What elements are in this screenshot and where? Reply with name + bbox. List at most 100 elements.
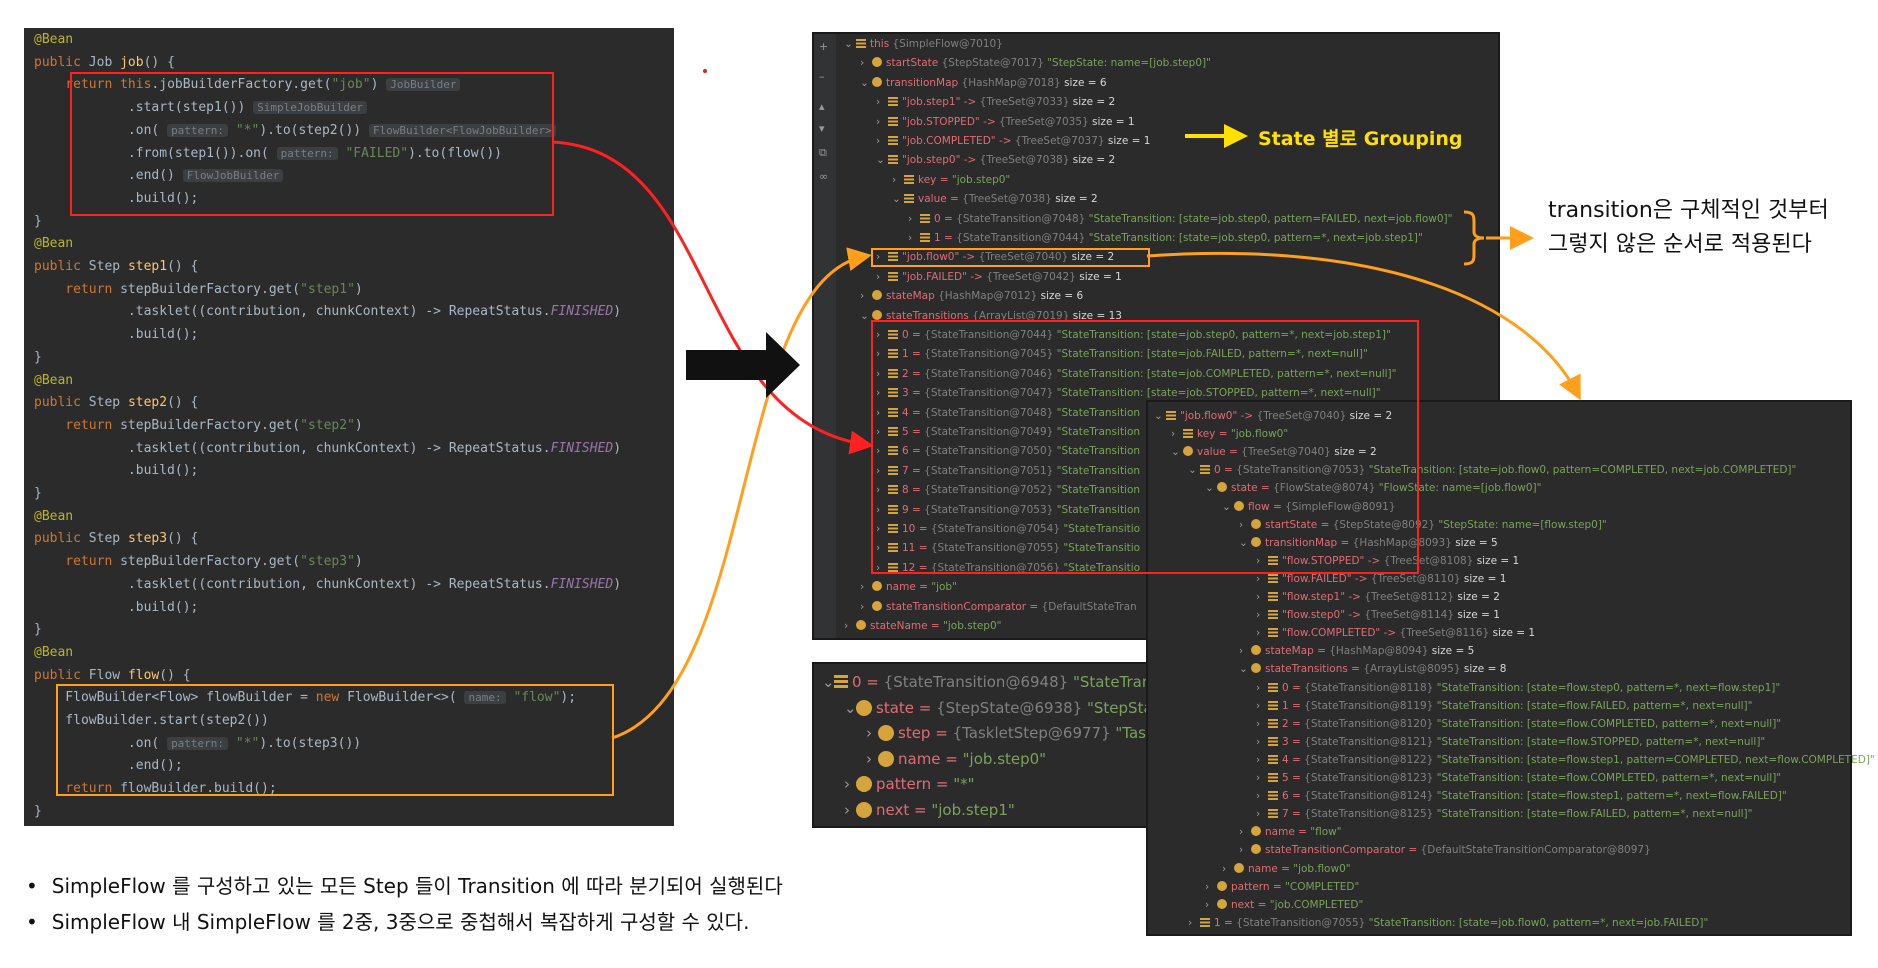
debugger-tree-row[interactable]: ›8 = {StateTransition@7052} "StateTransi…: [876, 484, 1143, 497]
chevron-right-icon[interactable]: ›: [860, 600, 865, 613]
debugger-tree-row[interactable]: ›stateTransitionComparator = {DefaultSta…: [1239, 844, 1654, 857]
chevron-right-icon[interactable]: ›: [876, 387, 881, 400]
debugger-tree-row[interactable]: ›name = "job.step0": [866, 749, 1051, 769]
chevron-right-icon[interactable]: ›: [1256, 753, 1261, 766]
chevron-right-icon[interactable]: ›: [876, 348, 881, 361]
chevron-right-icon[interactable]: ›: [876, 135, 881, 147]
debugger-tree-row[interactable]: ›0 = {StateTransition@7048} "StateTransi…: [908, 213, 1456, 226]
debugger-tree-row[interactable]: ›7 = {StateTransition@8125} "StateTransi…: [1256, 808, 1756, 821]
debugger-tree-row[interactable]: ›1 = {StateTransition@7044} "StateTransi…: [908, 232, 1426, 245]
debugger-tree-row[interactable]: ›pattern = "*": [844, 774, 979, 794]
debugger-tree-row[interactable]: ⌄"job.flow0" -> {TreeSet@7040} size = 2: [1154, 410, 1395, 423]
chevron-right-icon[interactable]: ›: [844, 620, 849, 632]
chevron-right-icon[interactable]: ›: [860, 581, 865, 594]
debugger-tree-row[interactable]: ›next = "job.step1": [844, 800, 1020, 820]
debugger-tree-row[interactable]: ⌄flow = {SimpleFlow@8091}: [1222, 500, 1399, 514]
debugger-tree-row[interactable]: ›"job.COMPLETED" -> {TreeSet@7037} size …: [876, 135, 1154, 148]
chevron-right-icon[interactable]: ›: [1256, 735, 1261, 748]
debugger-tree-row[interactable]: ⌄value = {TreeSet@7038} size = 2: [892, 193, 1101, 206]
chevron-right-icon[interactable]: ›: [1256, 790, 1261, 803]
debugger-tree-row[interactable]: ⌄transitionMap = {HashMap@8093} size = 5: [1239, 536, 1501, 550]
debugger-tree-row[interactable]: ›startState {StepState@7017} "StepState:…: [860, 57, 1214, 70]
chevron-right-icon[interactable]: ›: [876, 115, 881, 128]
debugger-tree-row[interactable]: ⌄stateTransitions = {ArrayList@8095} siz…: [1239, 663, 1510, 676]
chevron-right-icon[interactable]: ›: [876, 96, 881, 109]
chevron-right-icon[interactable]: ›: [1239, 645, 1244, 658]
chevron-right-icon[interactable]: ›: [876, 406, 881, 419]
chevron-right-icon[interactable]: ›: [908, 212, 913, 225]
debugger-tree-row[interactable]: ›pattern = "COMPLETED": [1205, 880, 1363, 894]
debugger-tree-row[interactable]: ›"flow.FAILED" -> {TreeSet@8110} size = …: [1256, 573, 1510, 586]
chevron-right-icon[interactable]: ›: [1256, 808, 1261, 821]
chevron-right-icon[interactable]: ›: [876, 426, 881, 438]
chevron-right-icon[interactable]: ›: [1256, 681, 1261, 694]
chevron-down-icon[interactable]: ⌄: [1188, 464, 1197, 477]
debugger-tree-row[interactable]: ⌄value = {TreeSet@7040} size = 2: [1171, 446, 1380, 459]
chevron-right-icon[interactable]: ›: [1256, 627, 1261, 640]
debugger-tree-row[interactable]: ›1 = {StateTransition@7055} "StateTransi…: [1188, 917, 1712, 930]
debugger-tree-row[interactable]: ›5 = {StateTransition@7049} "StateTransi…: [876, 426, 1143, 439]
chevron-right-icon[interactable]: ›: [1256, 717, 1261, 730]
debugger-state-transition-panel[interactable]: ⌄0 = {StateTransition@6948} "StateTrans …: [812, 662, 1159, 828]
chevron-right-icon[interactable]: ›: [844, 775, 850, 793]
chevron-right-icon[interactable]: ›: [1256, 554, 1261, 567]
debugger-tree-row[interactable]: ⌄0 = {StateTransition@7053} "StateTransi…: [1188, 464, 1800, 477]
chevron-right-icon[interactable]: ›: [876, 251, 881, 264]
chevron-right-icon[interactable]: ›: [860, 57, 865, 70]
chevron-right-icon[interactable]: ›: [1256, 572, 1261, 585]
chevron-right-icon[interactable]: ›: [876, 503, 881, 516]
debugger-tree-row[interactable]: ›3 = {StateTransition@8121} "StateTransi…: [1256, 736, 1769, 749]
chevron-right-icon[interactable]: ›: [908, 232, 913, 244]
debugger-tree-row[interactable]: ⌄state = {FlowState@8074} "FlowState: na…: [1205, 482, 1545, 495]
debugger-tree-row[interactable]: ›step = {TaskletStep@6977} "Task: [866, 723, 1159, 743]
debugger-tree-row[interactable]: ›"job.STOPPED" -> {TreeSet@7035} size = …: [876, 116, 1138, 129]
chevron-right-icon[interactable]: ›: [876, 367, 881, 380]
chevron-down-icon[interactable]: ⌄: [892, 193, 901, 206]
chevron-right-icon[interactable]: ›: [1205, 898, 1210, 911]
debugger-tree-row[interactable]: ›1 = {StateTransition@8119} "StateTransi…: [1256, 700, 1756, 713]
chevron-down-icon[interactable]: ⌄: [822, 673, 835, 691]
debugger-tree-row[interactable]: ›0 = {StateTransition@7044} "StateTransi…: [876, 329, 1394, 342]
move-down-icon[interactable]: ▾: [819, 122, 825, 135]
remove-watch-icon[interactable]: –: [819, 70, 825, 83]
debugger-flow-detail-panel[interactable]: ⌄"job.flow0" -> {TreeSet@7040} size = 2 …: [1146, 400, 1875, 936]
chevron-right-icon[interactable]: ›: [860, 290, 865, 303]
chevron-down-icon[interactable]: ⌄: [844, 38, 853, 50]
debugger-tree-row[interactable]: ›name = "job": [860, 581, 960, 594]
chevron-right-icon[interactable]: ›: [876, 329, 881, 341]
chevron-right-icon[interactable]: ›: [876, 542, 881, 555]
debugger-tree-row[interactable]: ›key = "job.step0": [892, 174, 1014, 187]
chevron-down-icon[interactable]: ⌄: [1171, 446, 1180, 459]
chevron-right-icon[interactable]: ›: [876, 484, 881, 497]
debugger-tree-row[interactable]: ›stateName = "job.step0": [844, 620, 1005, 633]
debugger-tree-row[interactable]: ›11 = {StateTransition@7055} "StateTrans…: [876, 542, 1143, 555]
chevron-right-icon[interactable]: ›: [866, 749, 872, 768]
chevron-down-icon[interactable]: ⌄: [1205, 482, 1214, 495]
chevron-right-icon[interactable]: ›: [1171, 428, 1176, 441]
chevron-right-icon[interactable]: ›: [1188, 916, 1193, 929]
debugger-tree-row[interactable]: ›0 = {StateTransition@8118} "StateTransi…: [1256, 682, 1784, 695]
chevron-right-icon[interactable]: ›: [876, 523, 881, 535]
debugger-tree-row[interactable]: ›4 = {StateTransition@7048} "StateTransi…: [876, 407, 1143, 420]
debugger-tree-row[interactable]: ›12 = {StateTransition@7056} "StateTrans…: [876, 562, 1143, 575]
debugger-tree-row[interactable]: ›key = "job.flow0": [1171, 428, 1292, 441]
chevron-right-icon[interactable]: ›: [876, 464, 881, 477]
chevron-down-icon[interactable]: ⌄: [876, 154, 885, 167]
debugger-tree-row[interactable]: ›stateMap = {HashMap@8094} size = 5: [1239, 645, 1478, 658]
chevron-down-icon[interactable]: ⌄: [1239, 536, 1248, 549]
debugger-tree-row[interactable]: ›9 = {StateTransition@7053} "StateTransi…: [876, 504, 1143, 517]
chevron-down-icon[interactable]: ⌄: [1154, 410, 1163, 422]
add-watch-icon[interactable]: +: [819, 40, 829, 53]
debugger-tree-row[interactable]: ›"job.FAILED" -> {TreeSet@7042} size = 1: [876, 271, 1125, 284]
chevron-right-icon[interactable]: ›: [892, 173, 897, 186]
debugger-tree-row[interactable]: ⌄state = {StepState@6938} "StepStat: [844, 698, 1163, 718]
debugger-tree-row[interactable]: ⌄stateTransitions {ArrayList@7019} size …: [860, 309, 1125, 323]
chevron-down-icon[interactable]: ⌄: [1239, 663, 1248, 676]
debugger-tree-row[interactable]: ⌄transitionMap {HashMap@7018} size = 6: [860, 76, 1110, 90]
debugger-tree-row[interactable]: ›"flow.COMPLETED" -> {TreeSet@8116} size…: [1256, 627, 1538, 640]
debugger-tree-row[interactable]: ›stateTransitionComparator = {DefaultSta…: [860, 600, 1140, 614]
debugger-tree-row[interactable]: ›10 = {StateTransition@7054} "StateTrans…: [876, 523, 1143, 536]
chevron-right-icon[interactable]: ›: [1256, 772, 1261, 784]
copy-icon[interactable]: ⧉: [819, 146, 827, 159]
